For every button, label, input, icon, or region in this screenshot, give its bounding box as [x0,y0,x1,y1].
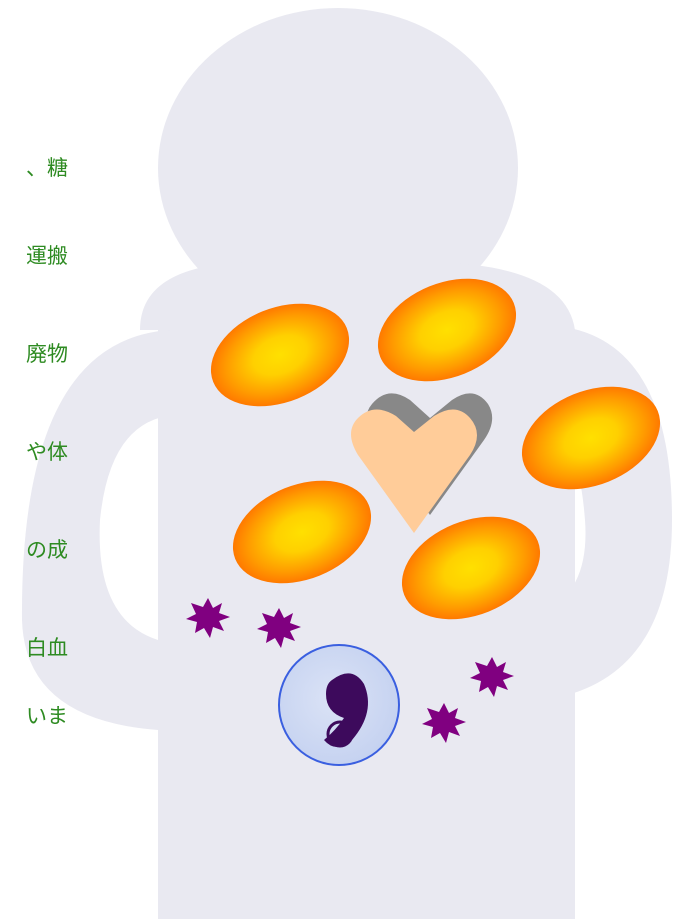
white-blood-cell [279,645,399,765]
text-line: 、糖 [26,152,68,182]
text-line: の成 [26,534,68,564]
text-line: や体 [26,436,68,466]
text-line: いま [26,700,68,730]
text-line: 運搬 [26,240,68,270]
text-line: 白血 [26,632,68,662]
text-line: 廃物 [26,338,68,368]
